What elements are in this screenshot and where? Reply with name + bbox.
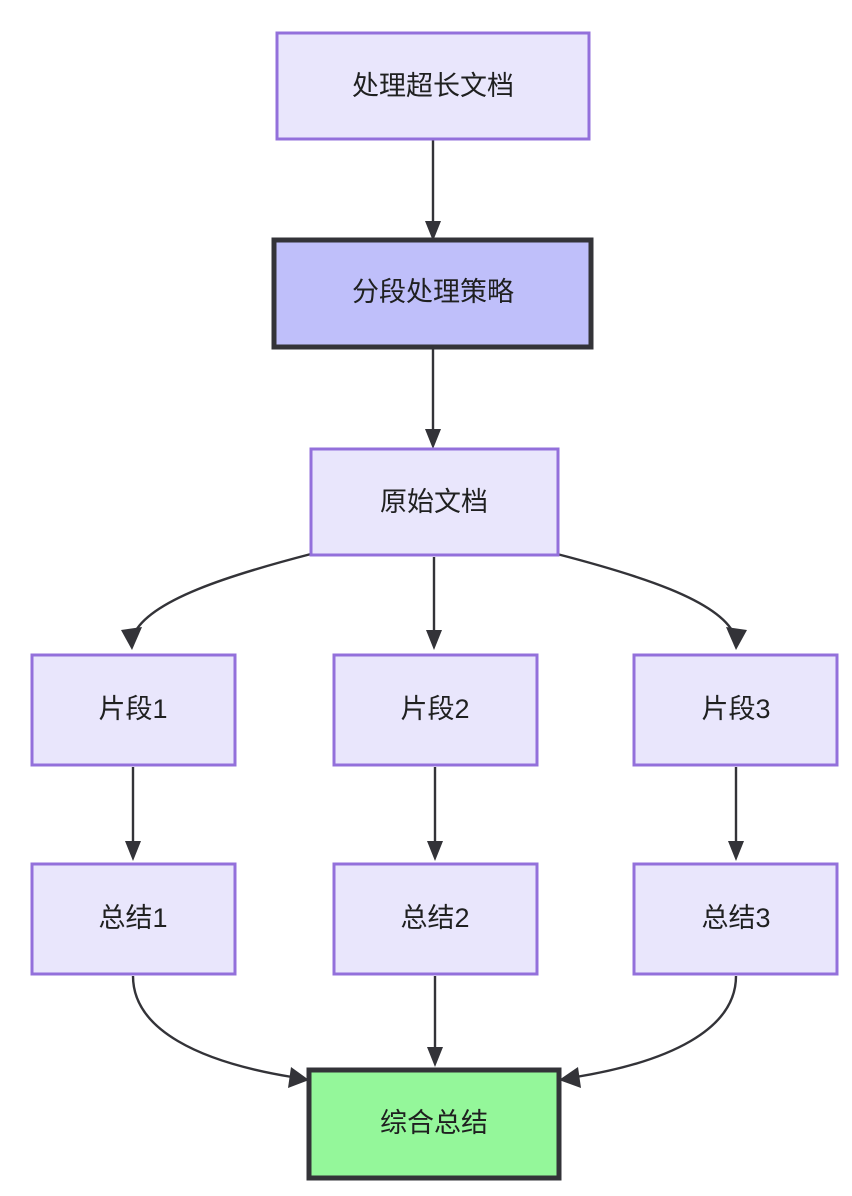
node-label: 分段处理策略 bbox=[352, 277, 514, 307]
node-box[interactable] bbox=[30, 862, 237, 976]
node-label: 综合总结 bbox=[380, 1108, 488, 1138]
edge-layer bbox=[121, 139, 747, 1088]
edge-line bbox=[132, 552, 312, 635]
arrow-head-icon bbox=[427, 1047, 443, 1067]
arrow-head-icon bbox=[121, 627, 142, 650]
arrow-head-icon bbox=[125, 841, 141, 861]
node-box[interactable] bbox=[332, 653, 539, 767]
arrow-head-icon bbox=[427, 841, 443, 861]
edge-n9-to-n10 bbox=[559, 975, 738, 1088]
edge-n4-to-n7 bbox=[125, 767, 141, 861]
arrow-head-icon bbox=[728, 841, 744, 861]
node-summary-1[interactable]: 总结1 bbox=[30, 862, 237, 976]
node-box[interactable] bbox=[30, 653, 237, 767]
node-box[interactable] bbox=[306, 1067, 562, 1181]
node-label: 片段3 bbox=[701, 694, 770, 724]
arrow-head-icon bbox=[426, 630, 442, 650]
node-label: 总结2 bbox=[400, 903, 469, 933]
edge-n2-to-n3 bbox=[425, 349, 441, 449]
arrow-head-icon bbox=[425, 429, 441, 449]
edge-n6-to-n9 bbox=[728, 767, 744, 861]
node-comprehensive-summary[interactable]: 综合总结 bbox=[306, 1067, 562, 1181]
edge-n1-to-n2 bbox=[425, 139, 441, 241]
edge-line bbox=[575, 975, 738, 1079]
node-fragment-1[interactable]: 片段1 bbox=[30, 653, 237, 767]
node-label: 总结3 bbox=[701, 903, 770, 933]
edge-n3-to-n5 bbox=[426, 557, 442, 650]
node-box[interactable] bbox=[332, 862, 539, 976]
node-box[interactable] bbox=[632, 653, 839, 767]
node-label: 片段1 bbox=[98, 694, 167, 724]
arrow-head-icon bbox=[288, 1067, 309, 1088]
node-layer: 处理超长文档 分段处理策略 原始文档 片段1 片段2 bbox=[30, 31, 839, 1181]
node-label: 处理超长文档 bbox=[352, 71, 514, 101]
node-fragment-2[interactable]: 片段2 bbox=[332, 653, 539, 767]
node-box[interactable] bbox=[632, 862, 839, 976]
node-summary-2[interactable]: 总结2 bbox=[332, 862, 539, 976]
node-box[interactable] bbox=[309, 447, 560, 557]
arrow-head-icon bbox=[425, 221, 441, 241]
node-label: 片段2 bbox=[400, 694, 469, 724]
node-box[interactable] bbox=[271, 237, 594, 350]
edge-line bbox=[556, 552, 736, 635]
edge-n3-to-n4 bbox=[121, 552, 312, 650]
node-fragment-3[interactable]: 片段3 bbox=[632, 653, 839, 767]
node-label: 原始文档 bbox=[380, 487, 488, 517]
node-chunking-strategy[interactable]: 分段处理策略 bbox=[271, 237, 594, 350]
edge-n7-to-n10 bbox=[131, 975, 309, 1088]
node-original-document[interactable]: 原始文档 bbox=[309, 447, 560, 557]
edge-line bbox=[131, 975, 293, 1079]
edge-n8-to-n10 bbox=[427, 976, 443, 1067]
node-process-long-document[interactable]: 处理超长文档 bbox=[275, 31, 591, 141]
node-summary-3[interactable]: 总结3 bbox=[632, 862, 839, 976]
edge-n3-to-n6 bbox=[556, 552, 747, 650]
arrow-head-icon bbox=[726, 627, 747, 650]
node-label: 总结1 bbox=[98, 903, 167, 933]
node-box[interactable] bbox=[275, 31, 591, 141]
arrow-head-icon bbox=[559, 1067, 581, 1088]
edge-n5-to-n8 bbox=[427, 767, 443, 861]
